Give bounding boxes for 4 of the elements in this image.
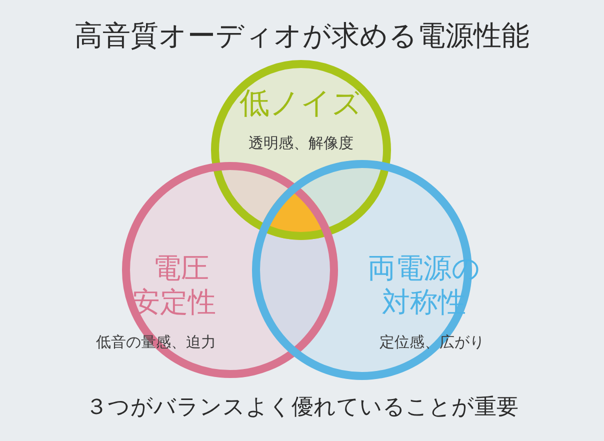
diagram-caption: ３つがバランスよく優れていることが重要 [84,394,520,422]
circle-description: 透明感、解像度 [248,132,354,154]
circle-heading: 低ノイズ [240,86,362,122]
diagram-title: 高音質オーディオが求める電源性能 [74,18,530,54]
